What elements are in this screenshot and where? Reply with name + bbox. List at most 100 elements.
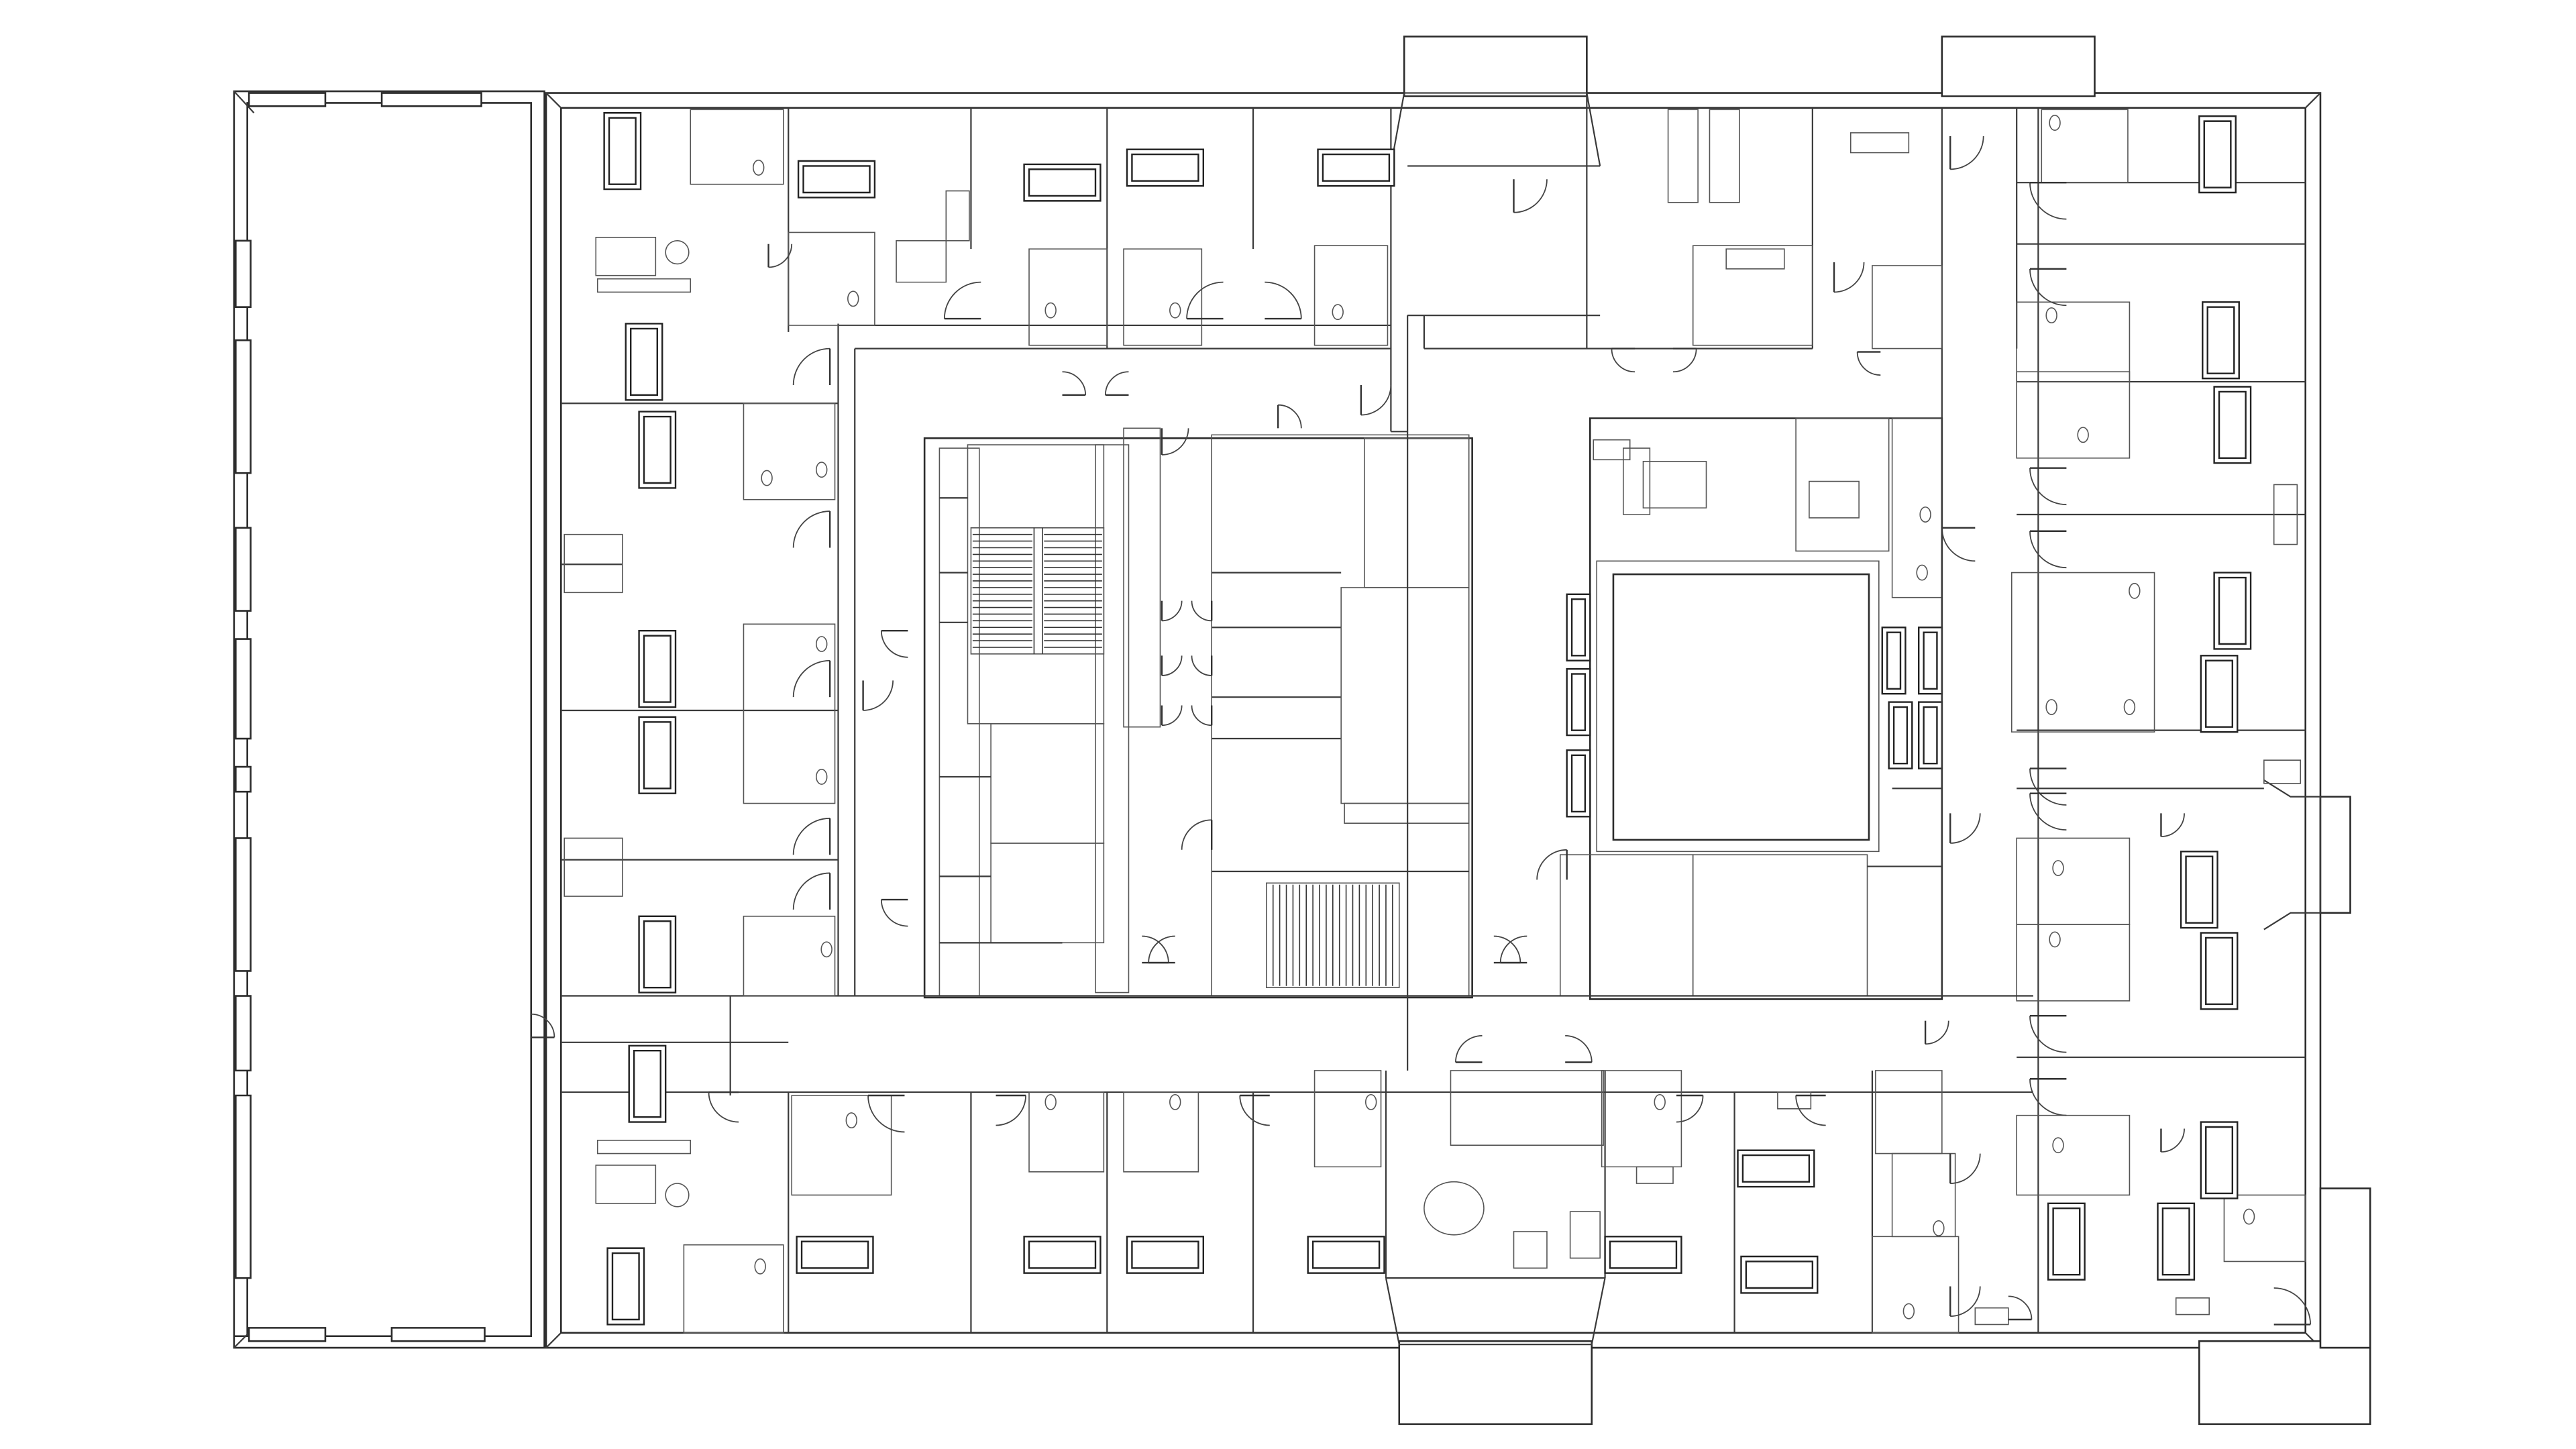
bed — [629, 1046, 665, 1122]
toilet — [2053, 861, 2063, 875]
door — [881, 900, 908, 926]
door — [1191, 601, 1212, 621]
door — [1063, 372, 1086, 395]
toilet — [1654, 1095, 1665, 1110]
door — [1796, 1095, 1826, 1126]
toilet — [821, 942, 832, 957]
core-left-block — [924, 428, 1472, 998]
door — [1513, 179, 1546, 212]
bed — [2214, 573, 2251, 649]
toilets — [753, 115, 2255, 1319]
corridor-outline — [855, 315, 2033, 1071]
bed — [639, 717, 676, 794]
door — [2274, 1288, 2310, 1324]
door — [1950, 1287, 1980, 1317]
door — [1676, 1095, 1703, 1122]
bed — [1024, 1236, 1101, 1273]
south-bay-projections — [1386, 1189, 2370, 1424]
door — [1162, 601, 1182, 621]
door — [881, 631, 908, 657]
door — [2008, 1296, 2032, 1320]
door — [531, 1014, 555, 1038]
bed — [639, 916, 676, 993]
door — [1162, 706, 1182, 726]
door — [1456, 1036, 1483, 1063]
bed — [2157, 1203, 2194, 1280]
toilet — [846, 1113, 857, 1128]
north-row-partitions — [690, 108, 1391, 431]
bed — [2199, 116, 2235, 193]
door — [1565, 1036, 1592, 1063]
toilet — [1366, 1095, 1377, 1110]
bed — [604, 113, 641, 189]
doors — [531, 136, 2310, 1325]
bed — [1024, 164, 1101, 201]
bed — [2201, 933, 2237, 1010]
door — [996, 1095, 1026, 1126]
toilet — [1170, 1095, 1181, 1110]
bed — [1882, 627, 1906, 694]
door — [794, 349, 830, 385]
bed — [1889, 702, 1913, 769]
toilet — [1933, 1221, 1944, 1236]
toilet — [1045, 1095, 1056, 1110]
door — [1162, 655, 1182, 676]
bed — [797, 1236, 873, 1273]
bed — [1738, 1150, 1815, 1187]
door — [1191, 706, 1212, 726]
bed — [2214, 386, 2251, 463]
toilet — [2244, 1209, 2255, 1224]
beds — [604, 113, 2251, 1324]
door — [2030, 468, 2066, 504]
toilet — [1903, 1304, 1914, 1319]
bed — [1318, 150, 1395, 186]
bed — [639, 631, 676, 707]
toilet — [1045, 303, 1056, 318]
door — [2161, 813, 2184, 837]
east-bay-projection — [2264, 760, 2351, 929]
door — [708, 1092, 739, 1122]
bed — [1127, 1236, 1203, 1273]
bed — [1127, 150, 1203, 186]
toilet — [816, 637, 827, 651]
bed — [608, 1248, 644, 1325]
door — [1942, 528, 1975, 561]
door — [1361, 385, 1391, 415]
bed — [1741, 1256, 1817, 1293]
toilet — [816, 462, 827, 477]
door — [1611, 349, 1635, 372]
door — [2030, 531, 2066, 568]
core-right-block — [1560, 419, 1942, 1000]
bed — [2202, 302, 2239, 378]
door — [769, 244, 792, 268]
toilet — [2125, 700, 2135, 714]
bed — [1567, 594, 1591, 661]
door — [1950, 136, 1983, 169]
door — [2030, 1016, 2066, 1052]
stair-north — [971, 528, 1104, 654]
toilet — [2046, 308, 2057, 323]
west-wing-partitions — [561, 323, 855, 1095]
door — [2030, 769, 2066, 805]
door — [794, 873, 830, 909]
door — [2030, 1079, 2066, 1115]
door — [2030, 794, 2066, 830]
north-centre-partitions — [1407, 93, 2017, 349]
door — [1950, 813, 1980, 843]
door — [1265, 282, 1301, 319]
toilet — [2053, 1138, 2063, 1152]
bed — [1567, 669, 1591, 735]
door — [1162, 428, 1189, 455]
stair-south — [1267, 883, 1399, 987]
toilet — [1917, 565, 1927, 580]
bed — [1919, 702, 1942, 769]
door — [1925, 1021, 1949, 1044]
door — [794, 818, 830, 855]
toilet — [2129, 584, 2140, 598]
door — [1950, 1154, 1980, 1184]
west-terrace — [234, 91, 545, 1348]
bed — [2048, 1203, 2084, 1280]
bed — [2201, 1122, 2237, 1199]
door — [863, 680, 894, 710]
